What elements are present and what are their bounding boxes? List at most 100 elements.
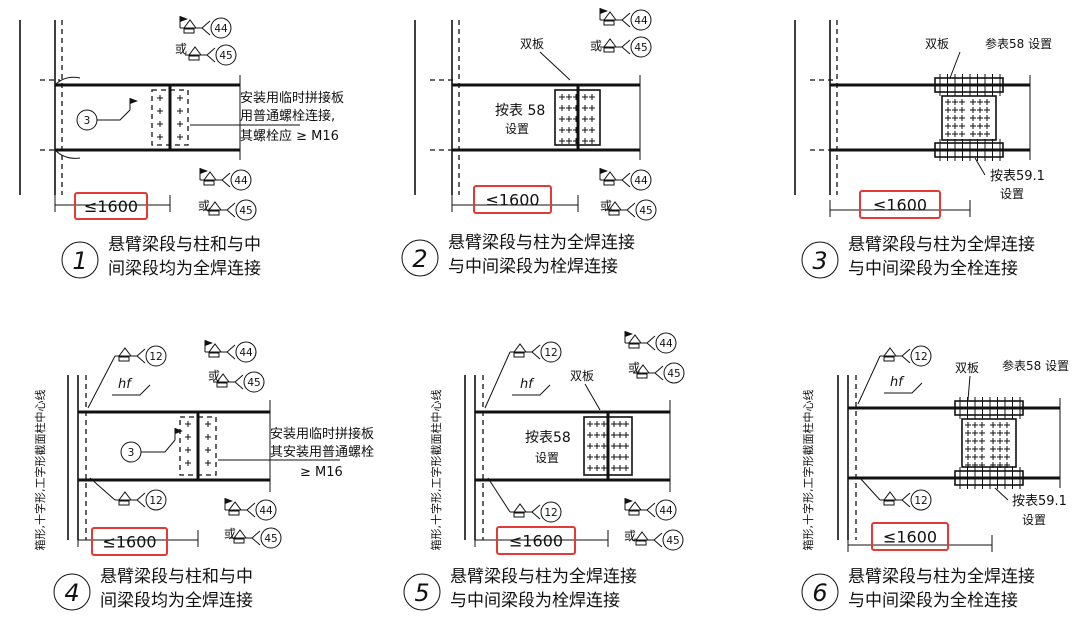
- dim-1600-d6-highlight: [871, 522, 949, 551]
- weld-mark-12-bottom: 12: [149, 495, 162, 507]
- weld-tail: [901, 348, 911, 364]
- diagram-5-caption-line-2: 与中间梁段为栓焊连接: [450, 591, 620, 611]
- weld-mark-44-bottom: 44: [234, 175, 248, 187]
- weld-tail: [646, 335, 656, 351]
- weld-backing: [208, 352, 220, 358]
- or-label-top: 或: [175, 42, 187, 56]
- weld-tail: [246, 502, 256, 518]
- weld-tail: [621, 172, 631, 188]
- dim-1600-d3-highlight: [859, 190, 941, 219]
- dim-1600-d4-highlight: [91, 527, 168, 556]
- or-label-bottom: 或: [198, 199, 210, 213]
- dim-1600-d1: ≤1600: [84, 197, 138, 216]
- weld-tail: [901, 492, 911, 508]
- table-ref-line-1: 按表 58: [495, 103, 545, 119]
- weld-backing: [118, 500, 130, 506]
- diagram-1-caption-line-2: 间梁段均为全焊连接: [108, 259, 261, 279]
- weld-mark-12-top: 12: [544, 347, 557, 359]
- weld-tail: [653, 532, 663, 548]
- diagram-3-caption-line-1: 悬臂梁段与柱为全焊连接: [848, 235, 1035, 255]
- weld-flag: [225, 498, 233, 504]
- weld-mark-44-top: 44: [214, 23, 228, 35]
- table-ref-line-2: 设置: [505, 122, 529, 136]
- diagram-5-caption-line-1: 悬臂梁段与柱为全焊连接: [450, 567, 637, 587]
- table-ref-line-2: 设置: [535, 451, 559, 465]
- weld-tail: [654, 365, 664, 381]
- weld-backing: [628, 510, 640, 516]
- weld-backing: [883, 500, 895, 506]
- weld-backing: [628, 343, 640, 349]
- table-ref-top: 参表58 设置: [1002, 358, 1069, 373]
- weld-mark-12-top: 12: [914, 351, 927, 363]
- hf-leader: [112, 384, 151, 396]
- note-line-1: 安装用临时拼接板: [240, 90, 344, 106]
- table-ref-bottom-line-2: 设置: [1022, 513, 1046, 527]
- weld-v-symbol: [513, 503, 527, 513]
- table-ref-bottom-line-1: 按表59.1: [990, 169, 1045, 184]
- weld-backing: [603, 180, 615, 186]
- weld-flag: [600, 8, 608, 14]
- column-centerline-label: 箱形,十字形,工字形截面柱中心线: [429, 390, 443, 551]
- dim-1600-d1-highlight: [74, 192, 148, 220]
- weld-flag: [205, 340, 213, 346]
- plate-leader: [584, 383, 601, 411]
- diagram-1-number-circle: [61, 241, 99, 279]
- weld-mark-12-bottom-circle: [145, 489, 167, 511]
- hf-leader: [512, 384, 551, 396]
- dim-1600-d5-highlight: [496, 526, 576, 555]
- weld-mark-45-bottom: 45: [639, 205, 652, 217]
- weld-mark-45-top-circle: [630, 36, 652, 58]
- weld-mark-44-bottom-circle: [630, 169, 652, 191]
- weld-v-symbol: [208, 343, 222, 353]
- weld-mark-44-bottom: 44: [259, 505, 273, 517]
- weld-flag: [625, 331, 633, 337]
- weld-backing: [603, 20, 615, 26]
- weld-tail: [531, 344, 541, 360]
- weld-3-leader: [97, 109, 131, 121]
- weld-tail: [201, 20, 211, 36]
- weld-v-symbol: [628, 334, 642, 344]
- weld-12-leader-bottom: [89, 477, 116, 501]
- weld-12-leader-bottom: [859, 477, 881, 501]
- hf-label: hf: [520, 377, 535, 392]
- weld-mark-45-top: 45: [219, 50, 232, 62]
- weld-tail: [531, 504, 541, 520]
- diagram-6-number-circle: [801, 573, 839, 611]
- weld-fillet: [54, 76, 81, 159]
- diagram-3: 双板参表58 设置按表59.1设置≤16003悬臂梁段与柱为全焊连接与中间梁段为…: [794, 20, 1052, 279]
- weld-mark-44-top-circle: [210, 17, 232, 39]
- weld-v-symbol: [228, 501, 242, 511]
- weld-mark-3: 3: [84, 115, 91, 127]
- diagram-5-number: 5: [414, 579, 429, 607]
- hf-leader: [884, 382, 923, 394]
- or-label-top: 或: [590, 39, 602, 53]
- diagram-1-number: 1: [72, 247, 87, 275]
- weld-3-leader: [141, 439, 176, 453]
- plate-label: 双板: [925, 37, 949, 51]
- weld-tail: [136, 348, 146, 364]
- weld-v-symbol: [203, 171, 217, 181]
- weld-tail: [621, 39, 631, 55]
- weld-v-symbol: [628, 501, 642, 511]
- weld-backing: [513, 352, 525, 358]
- weld-backing: [183, 28, 195, 34]
- weld-backing: [216, 382, 228, 388]
- weld-tail: [206, 47, 216, 63]
- weld-mark-45-bottom: 45: [239, 205, 252, 217]
- web-splice-plate: [961, 418, 1017, 468]
- bottom-flange-splice: [954, 470, 1024, 486]
- weld-backing: [228, 510, 240, 516]
- weld-tail: [226, 344, 236, 360]
- weld-flag: [600, 168, 608, 174]
- dim-1600-d4: ≤1600: [102, 533, 156, 552]
- weld-v-symbol: [188, 46, 202, 56]
- temp-splice-plate: [179, 416, 217, 476]
- weld-mark-44-bottom: 44: [659, 505, 673, 517]
- weld-v-symbol: [603, 38, 617, 48]
- plate-leader: [539, 51, 571, 81]
- weld-tail: [621, 12, 631, 28]
- weld-mark-45-top: 45: [247, 377, 260, 389]
